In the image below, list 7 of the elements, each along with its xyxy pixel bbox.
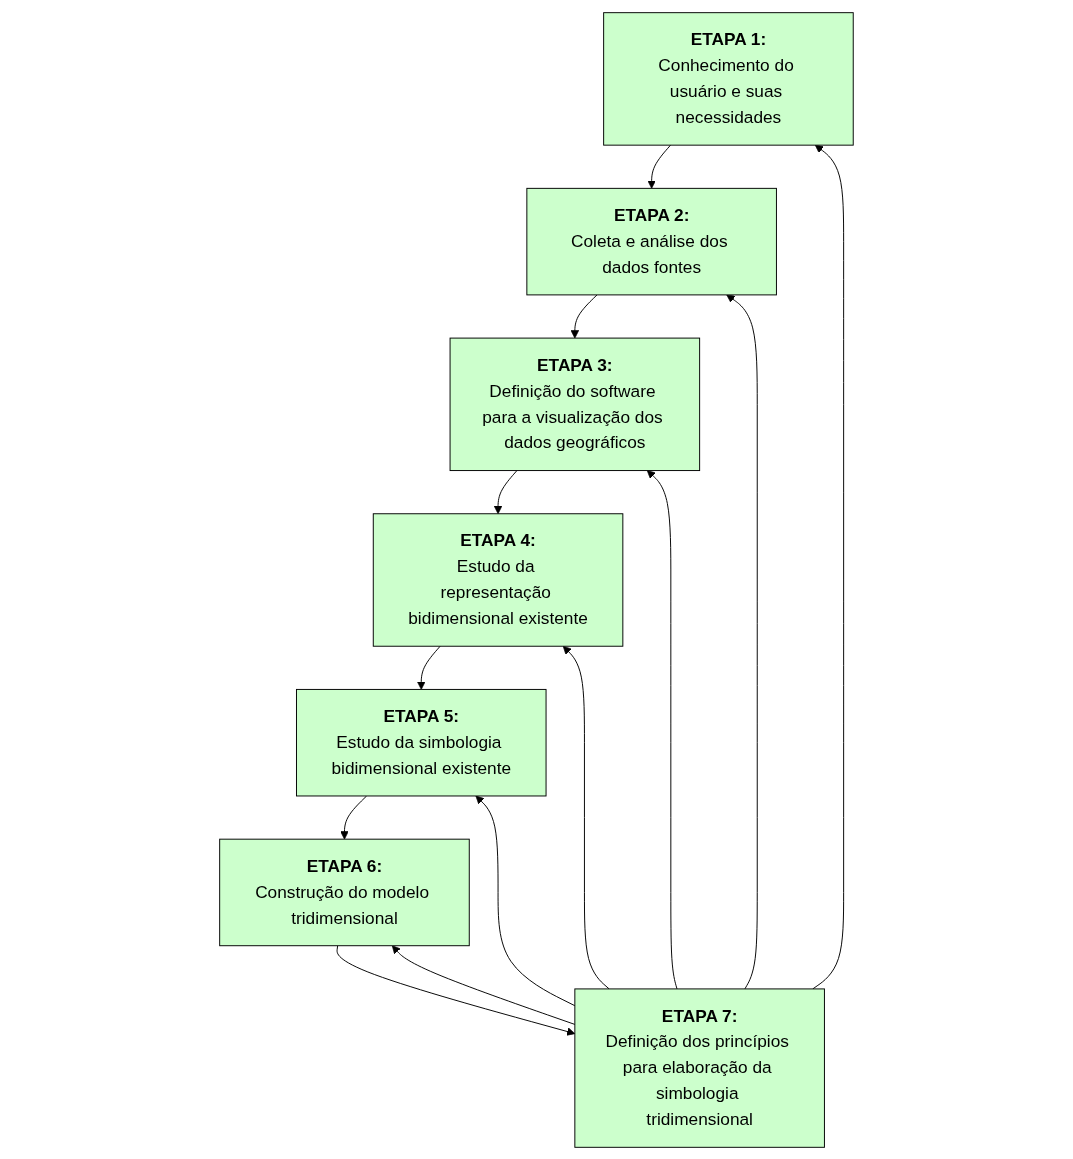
node-box: ETAPA 7: Definição dos princípios para elaboração da simbologia tridimensional: [574, 987, 825, 1148]
node-box: ETAPA 5: Estudo da simbologia bidimensional existente: [296, 688, 547, 796]
node-box: ETAPA 3: Definição do software para a visualização dos dados geográficos: [449, 337, 701, 471]
node-box: ETAPA 6: Construção do modelo tridimensional: [219, 838, 470, 946]
node-box: ETAPA 2: Coleta e análise dos dados fontes: [526, 187, 777, 295]
node-box: ETAPA 1: Conhecimento do usuário e suas necessidades: [603, 11, 854, 146]
node-box: ETAPA 4: Estudo da representação bidimensional existente: [372, 512, 624, 647]
